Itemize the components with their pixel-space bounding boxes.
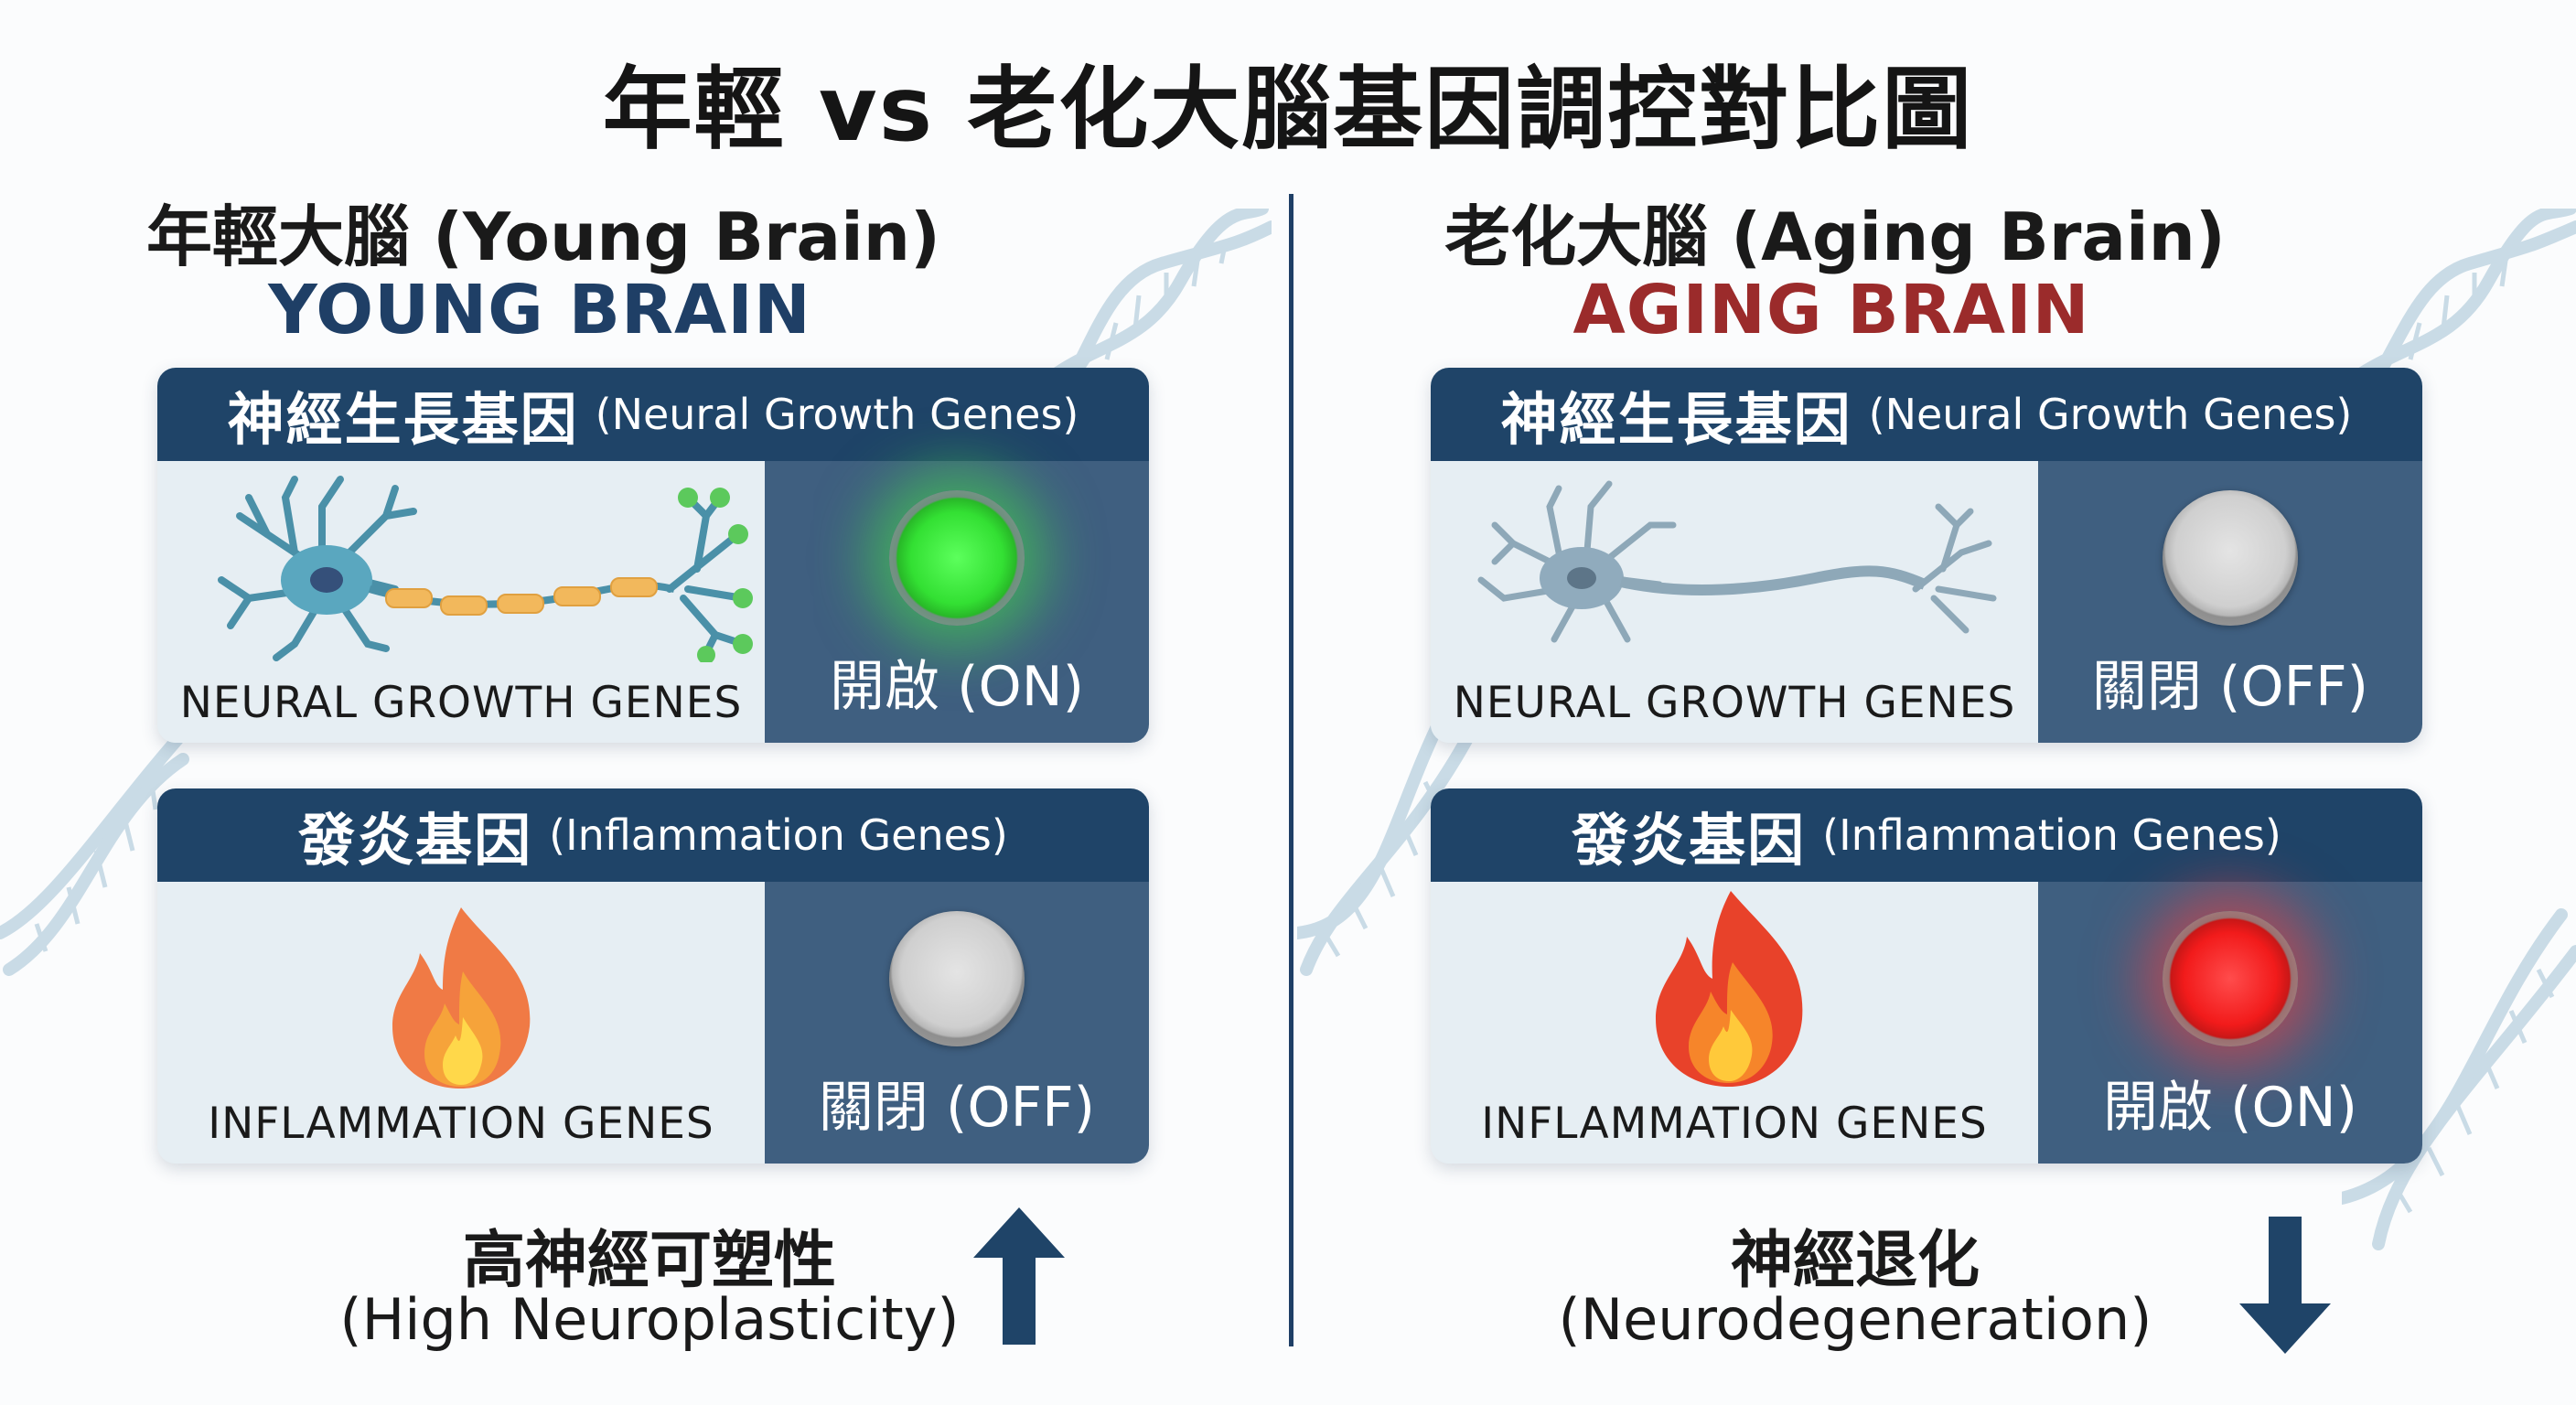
status-light-on-icon — [889, 490, 1025, 626]
neuron-icon — [1477, 480, 1997, 643]
young-outcome-zh: 高神經可塑性 — [462, 1225, 836, 1297]
card-header-zh: 神經生長基因 — [1500, 386, 1852, 453]
status-label: 關閉 (OFF) — [818, 1076, 1096, 1140]
status-label: 開啟 (ON) — [2103, 1076, 2357, 1140]
young-heading: 年輕大腦 (Young Brain) — [146, 198, 940, 275]
card-header-zh: 發炎基因 — [298, 807, 533, 874]
card-header-zh: 發炎基因 — [1572, 807, 1807, 874]
flame-icon — [1656, 891, 1803, 1087]
aging-english-heading: AGING BRAIN — [1572, 271, 2090, 349]
page-title: 年輕 vs 老化大腦基因調控對比圖 — [602, 58, 1974, 162]
up-arrow-icon — [973, 1207, 1065, 1345]
aging-outcome-en: (Neurodegeneration) — [1558, 1286, 2152, 1353]
card-illustration-panel: NEURAL GROWTH GENES — [1431, 461, 2038, 743]
card-illustration-panel: INFLAMMATION GENES — [1431, 882, 2038, 1164]
aging-inflammation-card: 發炎基因 (Inflammation Genes) INFLAMMATION G… — [1431, 788, 2422, 1164]
status-panel: 開啟 (ON) — [2038, 882, 2422, 1164]
card-header: 神經生長基因 (Neural Growth Genes) — [157, 368, 1149, 461]
card-header-en: (Neural Growth Genes) — [595, 390, 1079, 439]
young-outcome-en: (High Neuroplasticity) — [339, 1286, 960, 1353]
card-illustration-panel: NEURAL GROWTH GENES — [157, 461, 765, 743]
flame-icon — [392, 907, 531, 1089]
down-arrow-icon — [2239, 1217, 2331, 1354]
young-english-heading: YOUNG BRAIN — [268, 271, 811, 349]
card-header: 發炎基因 (Inflammation Genes) — [1431, 788, 2422, 882]
card-header: 神經生長基因 (Neural Growth Genes) — [1431, 368, 2422, 461]
center-divider — [1289, 194, 1293, 1346]
aging-brain-column: 老化大腦 (Aging Brain) AGING BRAIN 神經生長基因 (N… — [1288, 0, 2576, 1405]
young-brain-column: 年輕大腦 (Young Brain) YOUNG BRAIN 神經生長基因 (N… — [146, 198, 1149, 1353]
card-header-en: (Neural Growth Genes) — [1868, 390, 2353, 439]
aging-neural-growth-card: 神經生長基因 (Neural Growth Genes) NEURAL GROW… — [1431, 368, 2422, 743]
card-header-en: (Inflammation Genes) — [1822, 810, 2281, 860]
status-panel: 關閉 (OFF) — [2038, 461, 2422, 743]
card-illustration-panel: INFLAMMATION GENES — [157, 882, 765, 1164]
dna-helix-icon — [2342, 908, 2576, 1250]
aging-outcome-zh: 神經退化 — [1730, 1225, 1980, 1297]
neuron-icon — [218, 476, 753, 662]
card-header-zh: 神經生長基因 — [227, 386, 579, 453]
status-panel: 開啟 (ON) — [765, 461, 1149, 743]
card-header-en: (Inflammation Genes) — [549, 810, 1008, 860]
status-label: 關閉 (OFF) — [2091, 655, 2369, 719]
status-light-off-icon — [2163, 490, 2298, 626]
status-label: 開啟 (ON) — [830, 655, 1084, 719]
dna-helix-icon — [0, 716, 199, 976]
status-light-on-icon — [2163, 911, 2298, 1046]
status-light-off-icon — [889, 911, 1025, 1046]
aging-heading: 老化大腦 (Aging Brain) — [1444, 198, 2226, 275]
card-caption: INFLAMMATION GENES — [1481, 1099, 1988, 1149]
young-inflammation-card: 發炎基因 (Inflammation Genes) INFLAMMATION G… — [157, 788, 1149, 1164]
status-panel: 關閉 (OFF) — [765, 882, 1149, 1164]
card-caption: NEURAL GROWTH GENES — [179, 678, 743, 728]
card-caption: INFLAMMATION GENES — [208, 1099, 714, 1149]
card-caption: NEURAL GROWTH GENES — [1453, 678, 2016, 728]
card-header: 發炎基因 (Inflammation Genes) — [157, 788, 1149, 882]
young-neural-growth-card: 神經生長基因 (Neural Growth Genes) — [157, 368, 1149, 743]
